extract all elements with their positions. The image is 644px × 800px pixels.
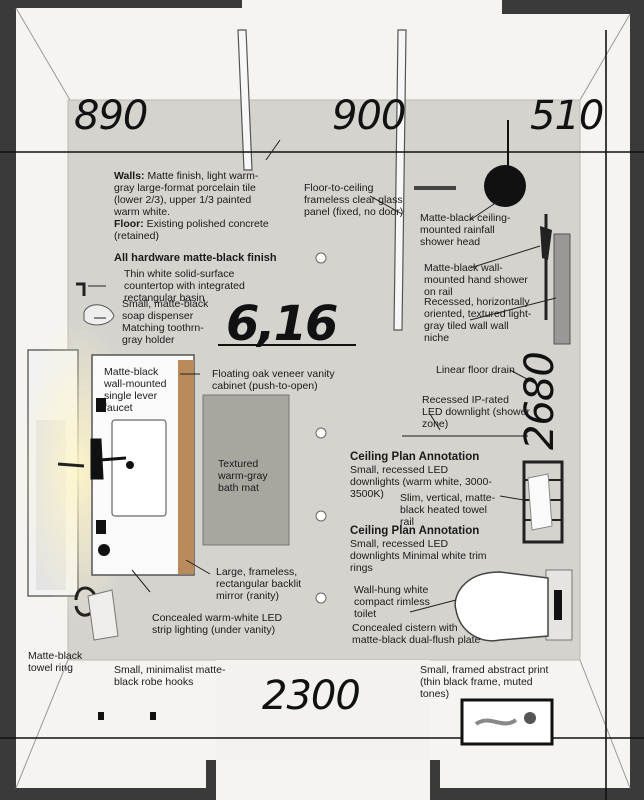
note-hand-shower: Matte-black wall-mounted hand shower on … [424, 262, 528, 298]
floor-title: Floor: [114, 218, 144, 230]
note-shower-led: Recessed IP-rated LED downlight (shower … [422, 394, 530, 430]
note-drain: Linear floor drain [436, 364, 515, 376]
walls-title: Walls: [114, 170, 145, 182]
note-toilet: Wall-hung white compact rimless toilet [354, 584, 430, 620]
note-print: Small, framed abstract print (thin black… [420, 664, 549, 700]
print-art-dot [524, 712, 536, 724]
note-floor: Floor: Existing polished concrete (retai… [114, 218, 274, 242]
hand-shower-icon [540, 226, 552, 260]
wall-door-jamb-left [206, 760, 216, 800]
dimension-top-left: 890 [74, 93, 148, 139]
note-ceiling-text-2: Small, recessed LED downlights Minimal w… [350, 538, 487, 574]
toilet-icon [454, 571, 549, 642]
note-vanity: Floating oak veneer vanity cabinet (push… [212, 368, 335, 392]
floor-text: Existing polished concrete (retained) [114, 218, 269, 242]
faucet-icon [90, 438, 127, 480]
towel-hook-icon [57, 462, 85, 468]
robe-hooks-icon [98, 712, 156, 720]
note-ceiling-title-2: Ceiling Plan Annotation [350, 525, 480, 537]
note-faucet: Matte-black wall-mounted single lever fa… [104, 366, 167, 414]
heated-towel-rail [522, 460, 564, 544]
rainfall-shower-icon [484, 165, 526, 207]
bath-mat [202, 394, 290, 546]
note-niche: Recessed, horizontally oriented, texture… [424, 296, 532, 344]
basin [111, 419, 167, 517]
walls-text: Matte finish, light warm-gray large-form… [114, 170, 259, 218]
soap-holder-icon [83, 304, 115, 326]
wall-niche [553, 233, 571, 345]
print-art [474, 718, 518, 726]
perspective-lines-bottom [15, 659, 631, 789]
note-rain-head: Matte-black ceiling-mounted rainfall sho… [420, 212, 511, 248]
downlight-icon [315, 592, 327, 604]
note-hardware: All hardware matte-black finish [114, 252, 277, 264]
doorway [216, 660, 430, 760]
area-underline [218, 344, 356, 346]
dimension-top-mid: 900 [332, 93, 406, 139]
basin-drain [126, 461, 134, 469]
towel-icon [527, 473, 553, 531]
area-label: 6,16 [226, 296, 338, 352]
note-soap: Small, matte-black soap dispenser [122, 298, 209, 322]
note-ceiling-title-1: Ceiling Plan Annotation [350, 451, 480, 463]
note-bath-mat: Textured warm-gray bath mat [218, 458, 268, 494]
downlight-icon [315, 252, 327, 264]
dimension-bottom: 2300 [262, 673, 361, 719]
note-mirror: Large, frameless, rectangular backlit mi… [216, 566, 302, 602]
note-toothbrush: Matching toothrn-gray holder [122, 322, 204, 346]
robe-hook-icon [76, 282, 86, 296]
note-ceiling-text-1: Small, recessed LED downlights (warm whi… [350, 464, 492, 500]
oak-vanity [178, 360, 194, 574]
leader-lines [88, 139, 557, 613]
note-countertop: Thin white solid-surface countertop with… [124, 268, 245, 304]
note-towel-ring: Matte-black towel ring [28, 650, 83, 674]
downlight-icon [315, 427, 327, 439]
note-walls: Walls: Matte finish, light warm-gray lar… [114, 170, 274, 218]
flush-plate-icon [554, 590, 562, 620]
note-towel-rail: Slim, vertical, matte-black heated towel… [400, 492, 496, 528]
glass-panel-left [237, 29, 253, 171]
note-glass-panel: Floor-to-ceiling frameless clear glass p… [304, 182, 404, 218]
towel-icon [87, 589, 119, 641]
downlight-icon [315, 510, 327, 522]
toothbrush-holder-icon [96, 520, 106, 534]
soap-dispenser-icon [96, 398, 106, 412]
shower-shelf [414, 186, 456, 190]
note-robe-hooks: Small, minimalist matte-black robe hooks [114, 664, 226, 688]
note-led-strip: Concealed warm-white LED strip lighting … [152, 612, 283, 636]
glass-panel-right [393, 29, 407, 331]
wall-door-jamb-right [430, 760, 440, 800]
accessory-icon [98, 544, 110, 556]
dimension-top-right: 510 [530, 93, 604, 139]
note-cistern: Concealed cistern with matte-black dual-… [352, 622, 481, 646]
